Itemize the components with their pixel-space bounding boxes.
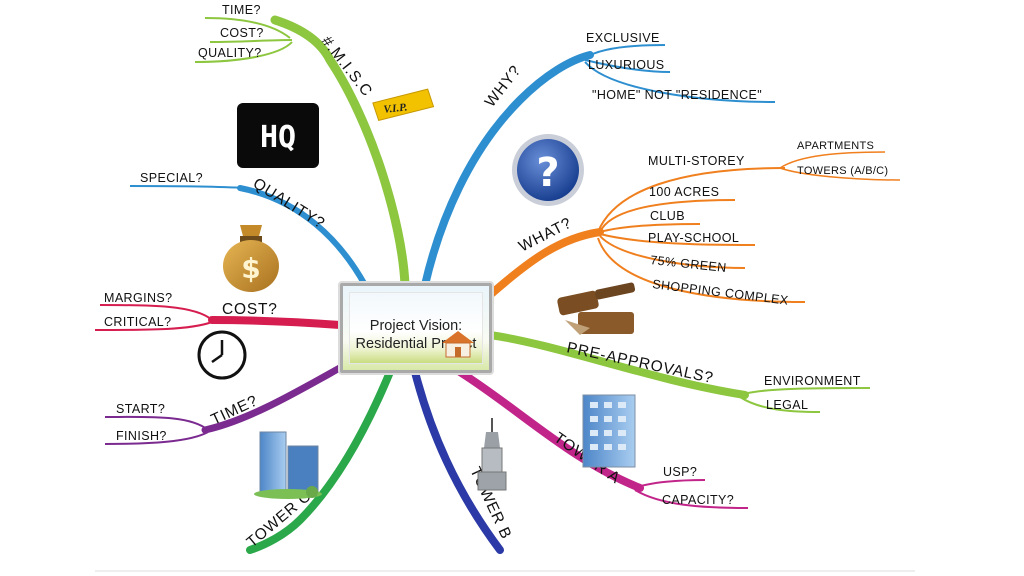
label-preapprovals: PRE-APPROVALS? <box>565 339 715 387</box>
branch-why-home <box>584 61 776 103</box>
branch-misc-cost <box>209 39 293 43</box>
clock-icon <box>197 330 247 380</box>
branch-cost-critical <box>94 321 213 331</box>
branch-preapprovals <box>486 331 749 399</box>
branch-quality <box>237 185 368 288</box>
label-why-exclusive: EXCLUSIVE <box>586 31 660 45</box>
vip-badge-icon: V.I.P. <box>372 88 435 122</box>
branch-towera-usp <box>634 479 706 489</box>
branch-tower-c <box>246 368 394 554</box>
branch-what-shopping <box>597 237 806 303</box>
branch-what-acres <box>599 199 736 233</box>
branch-misc <box>270 15 410 290</box>
branch-tower-a <box>456 368 644 492</box>
gavel-icon <box>557 282 636 335</box>
branch-misc-time <box>204 17 291 39</box>
money-bag-icon: $ <box>223 225 279 292</box>
branch-quality-special <box>129 185 246 189</box>
skyscraper-tower-b-icon <box>477 418 507 491</box>
label-what-playschool: PLAY-SCHOOL <box>648 231 739 245</box>
branch-what-apartments <box>779 151 886 169</box>
label-pre-legal: LEGAL <box>766 398 808 412</box>
branch-towera-capacity <box>634 489 749 509</box>
house-icon <box>442 331 474 358</box>
label-cost-critical: CRITICAL? <box>104 315 172 329</box>
central-node-inner: Project Vision: Residential Project <box>349 292 483 364</box>
buildings-tower-c-icon <box>254 431 322 499</box>
label-pre-environment: ENVIRONMENT <box>764 374 861 388</box>
branch-why-exclusive <box>584 44 666 59</box>
label-what-multistorey: MULTI-STOREY <box>648 154 745 168</box>
label-what-club: CLUB <box>650 209 685 223</box>
branch-misc-quality <box>194 41 293 63</box>
branch-what <box>486 228 604 299</box>
branch-what-playschool <box>599 233 756 246</box>
branch-time <box>201 361 349 434</box>
branch-what-towers <box>779 167 901 181</box>
hq-icon: HQ <box>237 103 319 168</box>
label-towera-usp: USP? <box>663 465 697 479</box>
label-misc-quality: QUALITY? <box>198 46 262 60</box>
branch-what-club <box>599 223 701 233</box>
branch-pre-legal <box>739 396 821 413</box>
building-tower-a-icon <box>582 394 636 468</box>
branch-why <box>421 51 594 289</box>
label-cost: COST? <box>222 301 278 318</box>
vip-badge-text: V.I.P. <box>383 101 408 115</box>
label-cost-margins: MARGINS? <box>104 291 173 305</box>
label-why-luxurious: LUXURIOUS <box>588 58 665 72</box>
label-towera-capacity: CAPACITY? <box>662 493 734 507</box>
bottom-divider <box>95 570 915 572</box>
label-why-home: "HOME" NOT "RESIDENCE" <box>592 88 762 102</box>
label-misc-cost: COST? <box>220 26 264 40</box>
central-node: Project Vision: Residential Project <box>340 283 492 373</box>
question-icon-text: ? <box>536 150 559 196</box>
label-misc-time: TIME? <box>222 3 261 17</box>
branch-tower-b <box>411 368 504 554</box>
label-what-apartments: APARTMENTS <box>797 140 874 152</box>
label-what-shopping: SHOPPING COMPLEX <box>652 277 790 308</box>
question-icon: ? <box>512 134 584 206</box>
label-what-green: 75% GREEN <box>650 253 728 275</box>
branch-pre-environment <box>739 387 871 396</box>
central-title-line1: Project Vision: <box>369 318 463 334</box>
label-time-finish: FINISH? <box>116 429 167 443</box>
label-quality: QUALITY? <box>250 175 328 233</box>
label-what-acres: 100 ACRES <box>649 185 719 199</box>
label-what-towers: TOWERS (A/B/C) <box>797 165 888 177</box>
hq-icon-text: HQ <box>260 120 296 155</box>
dollar-sign-icon: $ <box>241 252 260 285</box>
branch-cost-margins <box>99 304 213 321</box>
label-time-start: START? <box>116 402 165 416</box>
label-quality-special: SPECIAL? <box>140 171 203 185</box>
branch-what-green <box>599 235 746 269</box>
branch-why-luxurious <box>584 59 671 73</box>
branch-what-multistorey <box>597 167 786 233</box>
branch-cost <box>208 316 344 329</box>
branch-time-start <box>104 415 209 431</box>
branch-time-finish <box>104 431 209 445</box>
